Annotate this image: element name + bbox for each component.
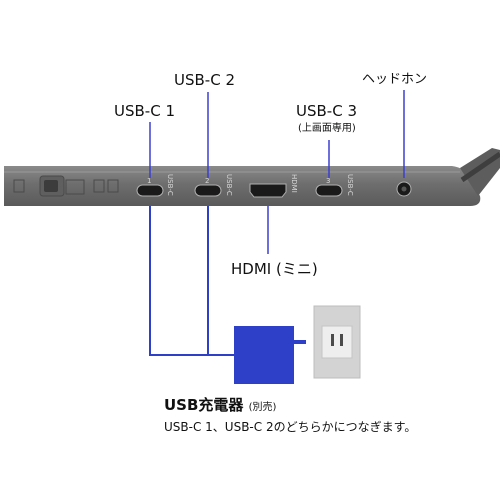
usbc2-label: USB-C 2	[174, 71, 235, 89]
marking-hdmi: HDMI	[290, 174, 298, 193]
headphone-label: ヘッドホン	[362, 72, 428, 87]
marking-usbc2: USB-C	[225, 174, 233, 196]
marking-usbc3: USB-C	[346, 174, 354, 196]
marking-num1: 1	[147, 177, 151, 185]
usbc3-port	[315, 184, 343, 197]
marking-num2: 2	[205, 177, 209, 185]
hdmi-label: HDMI (ミニ)	[231, 260, 318, 278]
headphone-jack-ring	[401, 186, 407, 192]
usbc3-label: USB-C 3	[296, 102, 357, 120]
marking-usbc1: USB-C	[166, 174, 174, 196]
usbc2-port	[194, 184, 222, 197]
device-body	[4, 166, 481, 206]
usbc1-cable	[149, 206, 236, 356]
usbc3-note: (上画面専用)	[298, 123, 356, 134]
charger-title: USB充電器 (別売)	[164, 398, 276, 413]
charger-description: USB-C 1、USB-C 2のどちらかにつなぎます。	[164, 420, 417, 434]
marking-num3: 3	[326, 177, 330, 185]
charger-title-text: USB充電器	[164, 396, 244, 414]
outlet-face	[321, 325, 353, 359]
switch-toggle	[44, 180, 58, 192]
usbc1-label: USB-C 1	[114, 102, 175, 120]
lid-strap	[460, 151, 500, 183]
usbc1-port	[136, 184, 164, 197]
outlet-slot-left	[331, 334, 334, 346]
outlet-slot-right	[340, 334, 343, 346]
hdmi-port	[249, 183, 287, 198]
charger-title-note: (別売)	[248, 402, 277, 413]
charger-plug	[294, 340, 306, 344]
charger-block	[234, 326, 294, 384]
